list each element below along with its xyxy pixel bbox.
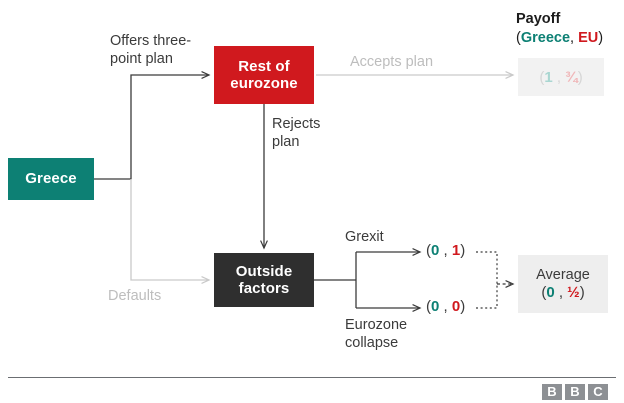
payoff-legend-player-greece: Greece <box>520 29 571 46</box>
payoff-grexit-eu: 1 <box>451 242 461 259</box>
payoff-accept-plan: (1 , ¾) <box>518 58 604 96</box>
payoff-legend-open-paren: ( <box>516 29 521 46</box>
payoff-legend: Payoff (Greece, EU) <box>516 10 603 48</box>
payoff-accept-greece: 1 <box>544 68 553 86</box>
node-outside-factors[interactable]: Outside factors <box>214 253 314 307</box>
edge-dotted-collapse-gather <box>476 284 498 309</box>
bbc-logo-block-2: B <box>565 384 585 400</box>
payoff-legend-close-paren: ) <box>598 29 604 46</box>
bbc-logo-block-1: B <box>542 384 562 400</box>
payoff-collapse-greece: 0 <box>431 298 440 315</box>
edge-label-defaults: Defaults <box>108 288 162 304</box>
payoff-eurozone-collapse: (0 , 0) <box>426 298 465 315</box>
edge-label-rejects-plan: Rejects plan <box>272 116 321 150</box>
node-greece[interactable]: Greece <box>8 158 94 200</box>
footer-divider <box>8 377 616 378</box>
edge-label-eurozone-collapse: Eurozone collapse <box>345 317 408 351</box>
edge-label-grexit: Grexit <box>345 229 384 245</box>
payoff-average-eu: ½ <box>567 283 580 301</box>
payoff-collapse-eu: 0 <box>451 298 461 315</box>
node-rest-of-eurozone[interactable]: Rest of eurozone <box>214 46 314 104</box>
payoff-average-open: ( <box>541 283 547 301</box>
payoff-legend-player-eu: EU <box>578 29 599 46</box>
payoff-grexit-sep: , <box>439 242 452 259</box>
payoff-grexit: (0 , 1) <box>426 242 465 259</box>
payoff-accept-eu: ¾ <box>565 68 578 86</box>
payoff-collapse-sep: , <box>439 298 452 315</box>
payoff-collapse-open: ( <box>426 298 431 315</box>
payoff-grexit-open: ( <box>426 242 431 259</box>
edge-label-accepts-plan: Accepts plan <box>350 54 434 70</box>
payoff-average-sep: , <box>554 283 568 301</box>
payoff-accept-close: ) <box>577 68 583 86</box>
payoff-average-value: (0 , ½) <box>541 284 584 303</box>
bbc-logo-block-3: C <box>588 384 608 400</box>
payoff-accept-sep: , <box>552 68 566 86</box>
payoff-average-close: ) <box>579 283 585 301</box>
payoff-average: Average (0 , ½) <box>518 255 608 313</box>
payoff-legend-players: (Greece, EU) <box>516 29 603 48</box>
payoff-grexit-greece: 0 <box>431 242 440 259</box>
payoff-average-label: Average <box>536 266 590 283</box>
edge-dotted-grexit-gather <box>476 251 498 284</box>
payoff-accept-open: ( <box>539 68 545 86</box>
payoff-grexit-close: ) <box>460 242 466 259</box>
bbc-logo: B B C <box>542 384 608 400</box>
edge-greece-to-eurozone <box>94 75 209 180</box>
edge-greece-to-outside-defaults <box>130 179 209 280</box>
payoff-legend-title: Payoff <box>516 11 561 27</box>
payoff-average-greece: 0 <box>546 283 555 301</box>
payoff-accept-value: (1 , ¾) <box>539 69 582 86</box>
payoff-collapse-close: ) <box>460 298 466 315</box>
payoff-legend-separator: , <box>570 29 579 46</box>
edge-label-offers-three-point-plan: Offers three- point plan <box>110 33 192 67</box>
